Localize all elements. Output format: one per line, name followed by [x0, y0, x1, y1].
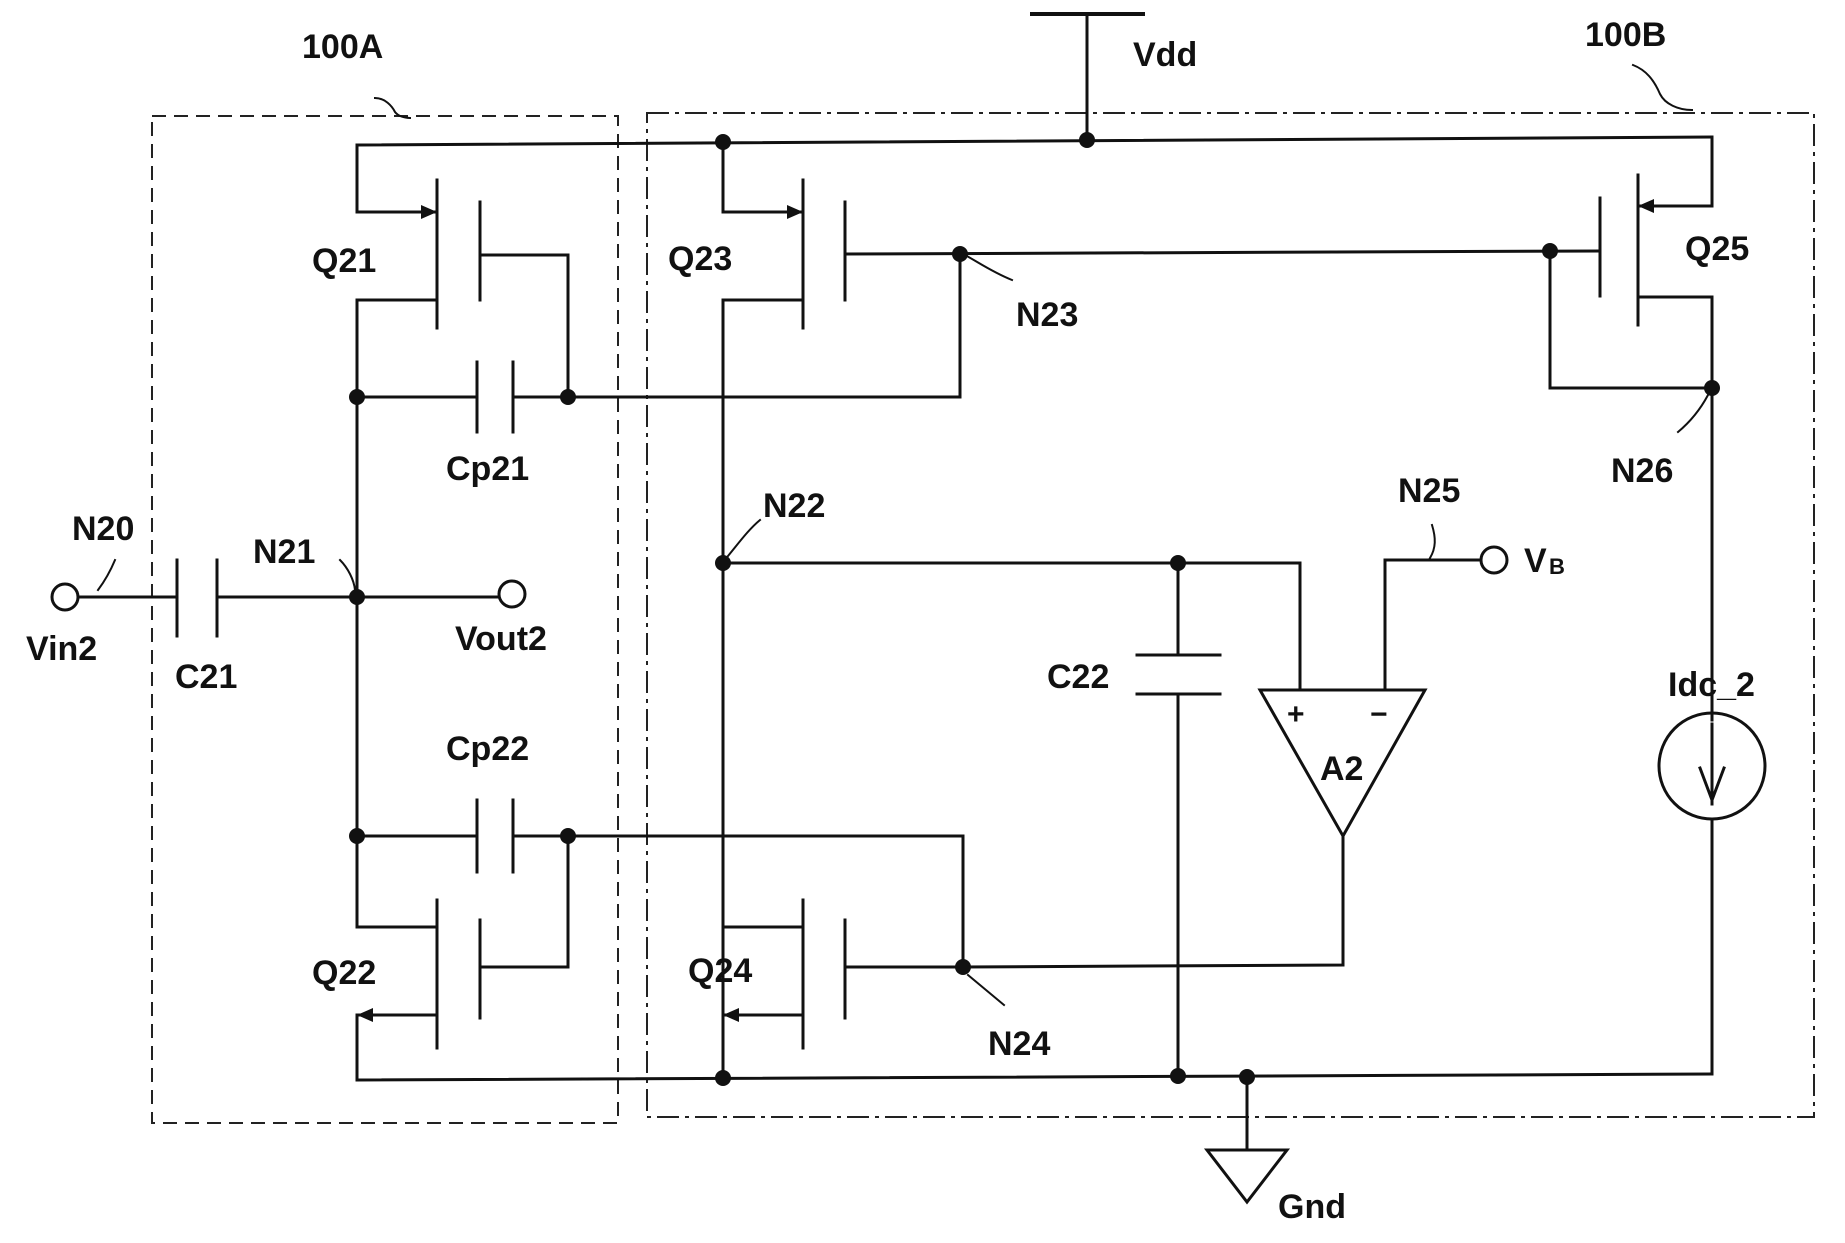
q23-source-arrow: [787, 205, 803, 219]
n20-label: N20: [72, 510, 134, 548]
a2-label: A2: [1320, 750, 1363, 788]
n20-leader: [98, 560, 115, 590]
q22-source-arrow: [357, 1008, 373, 1022]
n22-label: N22: [763, 487, 825, 525]
junction-dot: [955, 959, 971, 975]
q21-gate-wire: [480, 255, 568, 397]
c21-label: C21: [175, 658, 237, 696]
junction-dot: [1704, 380, 1720, 396]
gnd-rail: [357, 1074, 1712, 1080]
junction-dot: [349, 389, 365, 405]
a2-output-wire: [963, 836, 1343, 967]
gnd-symbol: [1207, 1150, 1287, 1202]
n25-label: N25: [1398, 472, 1460, 510]
q24-source-arrow: [723, 1008, 739, 1022]
q21-label: Q21: [312, 242, 376, 280]
junction-dot: [349, 828, 365, 844]
q24-label: Q24: [688, 952, 752, 990]
n26-label: N26: [1611, 452, 1673, 490]
junction-dot: [1542, 243, 1558, 259]
junction-dot: [715, 134, 731, 150]
n23-loop-wire: [568, 255, 960, 397]
a2-plus-sign: +: [1287, 698, 1305, 731]
n24-loop-wire: [568, 836, 963, 967]
vdd-label: Vdd: [1133, 36, 1197, 74]
q23-label: Q23: [668, 240, 732, 278]
block-100b-label: 100B: [1585, 16, 1666, 54]
vb-label: V: [1524, 542, 1547, 580]
n23-leader: [965, 255, 1012, 280]
vout-terminal: [499, 581, 525, 607]
gnd-label: Gnd: [1278, 1188, 1346, 1226]
n25-leader: [1430, 525, 1435, 558]
junction-dot: [1239, 1069, 1255, 1085]
vdd-rail: [357, 137, 1712, 145]
junction-dot: [349, 589, 365, 605]
junction-dot: [1170, 1068, 1186, 1084]
c22-label: C22: [1047, 658, 1109, 696]
n26-leader: [1678, 395, 1708, 432]
n24-leader: [968, 975, 1004, 1005]
vout-label: Vout2: [455, 620, 547, 658]
junction-dot: [1170, 555, 1186, 571]
n23-label: N23: [1016, 296, 1078, 334]
block-100b-leader: [1633, 65, 1692, 110]
junction-dot: [560, 389, 576, 405]
block-100a-label: 100A: [302, 28, 383, 66]
a2-minus-wire: [1385, 560, 1480, 690]
junction-dot: [1079, 132, 1095, 148]
n21-leader: [340, 560, 355, 590]
n21-label: N21: [253, 533, 315, 571]
vb-subscript: B: [1549, 554, 1565, 579]
q25-label: Q25: [1685, 230, 1749, 268]
vb-terminal: [1481, 547, 1507, 573]
q21-source-arrow: [421, 205, 437, 219]
junction-dot: [715, 1070, 731, 1086]
n24-label: N24: [988, 1025, 1050, 1063]
q23-wiring: [723, 142, 803, 1078]
cp22-label: Cp22: [446, 730, 529, 768]
vin-label: Vin2: [26, 630, 97, 668]
block-100a-outline: [152, 116, 618, 1123]
q22-gate-wire: [480, 836, 568, 967]
a2-minus-sign: −: [1370, 698, 1388, 731]
junction-dot: [715, 555, 731, 571]
junction-dot: [952, 246, 968, 262]
vin-terminal: [52, 584, 78, 610]
junction-dot: [560, 828, 576, 844]
q25-source-arrow: [1638, 199, 1654, 213]
n22-leader: [728, 520, 760, 556]
q22-label: Q22: [312, 954, 376, 992]
cp21-label: Cp21: [446, 450, 529, 488]
idc-label: Idc_2: [1668, 666, 1755, 704]
q25-diode-wire: [1550, 251, 1712, 388]
